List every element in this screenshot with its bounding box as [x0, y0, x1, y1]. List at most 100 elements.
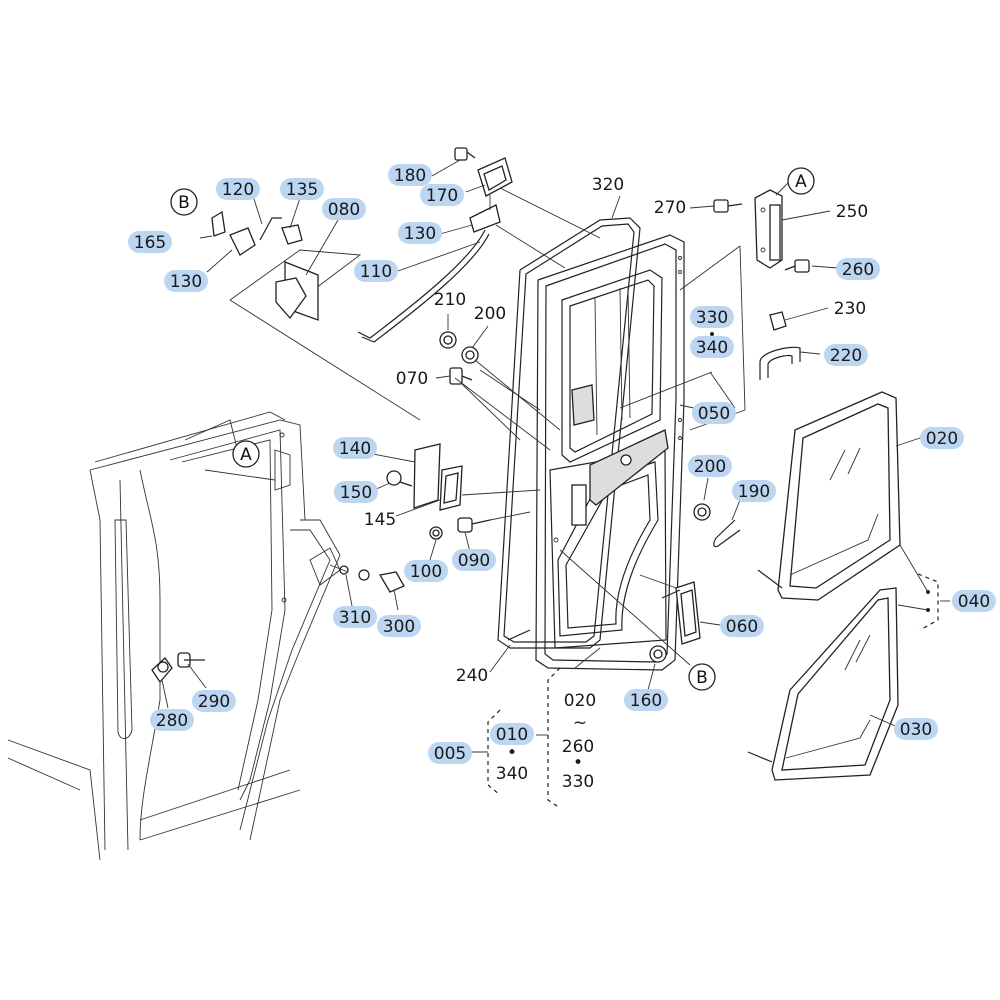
- label-060: 060: [726, 617, 758, 637]
- glass-020: [757, 391, 901, 601]
- bolt-270: [713, 199, 743, 213]
- label-330: 330: [696, 308, 728, 328]
- hinge-250: [754, 189, 783, 269]
- label-070: 070: [396, 369, 428, 389]
- parts-090-100: [429, 511, 531, 540]
- callout-160: 160: [624, 689, 668, 711]
- label-240: 240: [456, 666, 488, 686]
- callout-290: 290: [192, 690, 236, 712]
- label-130-top: 130: [404, 224, 436, 244]
- callout-210: 210: [434, 290, 466, 310]
- callout-020: 020: [920, 427, 964, 449]
- ref-circle-A-top: A: [787, 167, 815, 195]
- label-220: 220: [830, 346, 862, 366]
- label-130-left: 130: [170, 272, 202, 292]
- ref-circle-B-top: B: [170, 188, 198, 216]
- ref-B-top-text: B: [178, 193, 190, 213]
- label-135: 135: [286, 180, 318, 200]
- callout-005: 005: [428, 742, 472, 764]
- glass-030: [747, 587, 899, 781]
- callout-130-top: 130: [398, 222, 442, 244]
- cab-frame: [7, 411, 341, 861]
- callout-330-340: 330 340: [690, 306, 734, 358]
- label-080: 080: [328, 200, 360, 220]
- label-260-range: 260: [562, 737, 594, 757]
- callout-135: 135: [280, 178, 324, 200]
- bolt-070: [449, 367, 473, 385]
- ref-circle-B-bottom: B: [688, 663, 716, 691]
- ref-circle-A-cab: A: [232, 440, 260, 468]
- bolt-290: [177, 652, 205, 668]
- ref-A-top-text: A: [795, 172, 807, 192]
- callout-140: 140: [333, 437, 377, 459]
- label-020: 020: [926, 429, 958, 449]
- label-160: 160: [630, 691, 662, 711]
- fasteners-200-210: [439, 331, 479, 364]
- parts-190-200: [693, 503, 741, 548]
- label-050: 050: [698, 404, 730, 424]
- label-005: 005: [434, 744, 466, 764]
- label-110: 110: [360, 262, 392, 282]
- label-040: 040: [958, 592, 990, 612]
- callout-240: 240: [456, 666, 488, 686]
- door-seal-320: [497, 217, 641, 649]
- bolt-260: [784, 259, 810, 273]
- callout-220: 220: [824, 344, 868, 366]
- bracket-280: [151, 657, 173, 684]
- range-brackets: [487, 647, 601, 809]
- label-020-range: 020: [564, 691, 596, 711]
- callout-300: 300: [377, 615, 421, 637]
- ref-a-leader: [775, 182, 789, 196]
- label-165: 165: [134, 233, 166, 253]
- callout-260: 260: [836, 258, 880, 280]
- callout-165: 165: [128, 231, 172, 253]
- fastener-230: [769, 311, 787, 331]
- callout-050: 050: [692, 402, 736, 424]
- label-145: 145: [364, 510, 396, 530]
- lock-160: [649, 645, 667, 663]
- callout-090: 090: [452, 549, 496, 571]
- callout-145: 145: [364, 510, 396, 530]
- callout-180: 180: [388, 164, 432, 186]
- rod-110: [357, 229, 490, 343]
- range-dot: •: [573, 753, 583, 773]
- plate-140-145: [386, 443, 541, 511]
- bracket-040: [897, 544, 939, 631]
- label-100: 100: [410, 562, 442, 582]
- callout-200-upper: 200: [474, 304, 506, 324]
- handle-170-180: [454, 147, 513, 233]
- label-190: 190: [738, 482, 770, 502]
- label-250: 250: [836, 202, 868, 222]
- callout-130-left: 130: [164, 270, 208, 292]
- strip-240: [507, 629, 531, 641]
- label-230: 230: [834, 299, 866, 319]
- callout-200-lower: 200: [688, 455, 732, 477]
- range-tilde: ~: [573, 713, 587, 733]
- handle-220: [759, 346, 801, 380]
- callout-100: 100: [404, 560, 448, 582]
- callout-040: 040: [952, 590, 996, 612]
- parts-300-310: [329, 564, 405, 593]
- callout-270: 270: [654, 198, 686, 218]
- label-330-range: 330: [562, 772, 594, 792]
- callout-170: 170: [420, 184, 464, 206]
- door-frame: [535, 234, 685, 671]
- label-170: 170: [426, 186, 458, 206]
- label-010: 010: [496, 725, 528, 745]
- handle-060: [639, 574, 701, 645]
- callout-110: 110: [354, 260, 398, 282]
- leader-b: [559, 549, 691, 666]
- label-270: 270: [654, 198, 686, 218]
- leader-lines: [454, 187, 746, 451]
- range-dot-005: •: [507, 743, 517, 763]
- ref-B-bottom-text: B: [696, 668, 708, 688]
- callout-080: 080: [322, 198, 366, 220]
- callout-190: 190: [732, 480, 776, 502]
- callout-320: 320: [586, 173, 630, 195]
- label-200-lower: 200: [694, 457, 726, 477]
- label-140: 140: [339, 439, 371, 459]
- label-210: 210: [434, 290, 466, 310]
- callout-280: 280: [150, 709, 194, 731]
- ref-A-cab-text: A: [240, 445, 252, 465]
